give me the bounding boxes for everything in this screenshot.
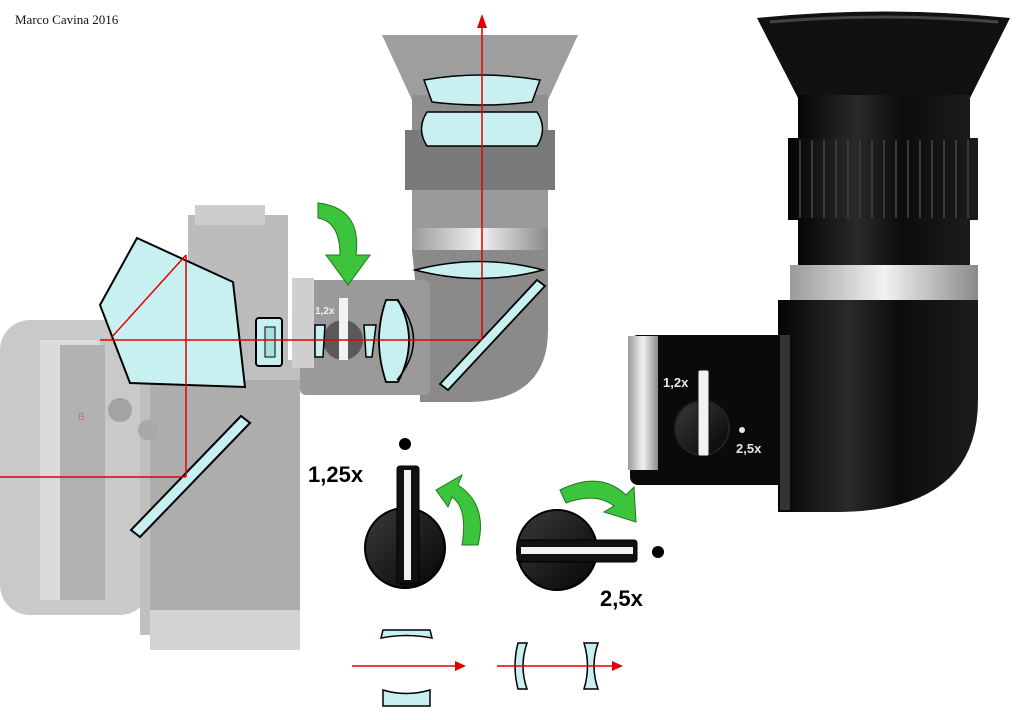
dial-low-index-dot xyxy=(399,438,411,450)
field-lens xyxy=(412,260,546,280)
pentaprism xyxy=(98,236,247,389)
reflex-mirror xyxy=(129,414,252,539)
eyepiece-mount xyxy=(628,336,658,470)
magnifier-lens-small-1 xyxy=(314,324,326,358)
photo-dial-label-high: 2,5x xyxy=(736,441,762,456)
dial-high-detail xyxy=(516,509,664,591)
rubber-eyecup xyxy=(757,11,1010,103)
ghost-elbow xyxy=(412,250,548,402)
schematic-lens-upper xyxy=(379,629,434,639)
rotate-cw-arrow-icon xyxy=(559,480,637,523)
rotate-arrow-icon xyxy=(317,202,371,286)
dial-low-detail xyxy=(364,438,446,589)
svg-text:B: B xyxy=(78,412,85,423)
author-credit: Marco Cavina 2016 xyxy=(15,12,119,27)
magnification-low-label: 1,25x xyxy=(308,462,364,487)
rotate-ccw-arrow-icon xyxy=(435,473,481,546)
finder-elbow xyxy=(778,300,978,512)
magnifier-lens-small-2 xyxy=(363,324,377,358)
photo-dial-index-dot xyxy=(739,427,745,433)
ghost-dial-label: 1,2x xyxy=(315,306,335,317)
axis-arrowhead xyxy=(477,14,487,28)
dial-high-index-dot xyxy=(652,546,664,558)
magnification-high-label: 2,5x xyxy=(600,586,643,611)
lens-schematic-high xyxy=(497,642,623,690)
ghost-camera: B xyxy=(0,205,300,650)
lens-schematic-low xyxy=(352,629,466,707)
angle-mirror xyxy=(438,278,547,392)
photo-dial-label-low: 1,2x xyxy=(663,375,689,390)
chrome-ring xyxy=(790,265,978,305)
magnifier-lens-large xyxy=(378,299,410,383)
optical-axis xyxy=(0,28,483,478)
angle-finder-photo: 1,2x 2,5x xyxy=(628,11,1010,512)
schematic-lens-lower xyxy=(382,688,431,707)
